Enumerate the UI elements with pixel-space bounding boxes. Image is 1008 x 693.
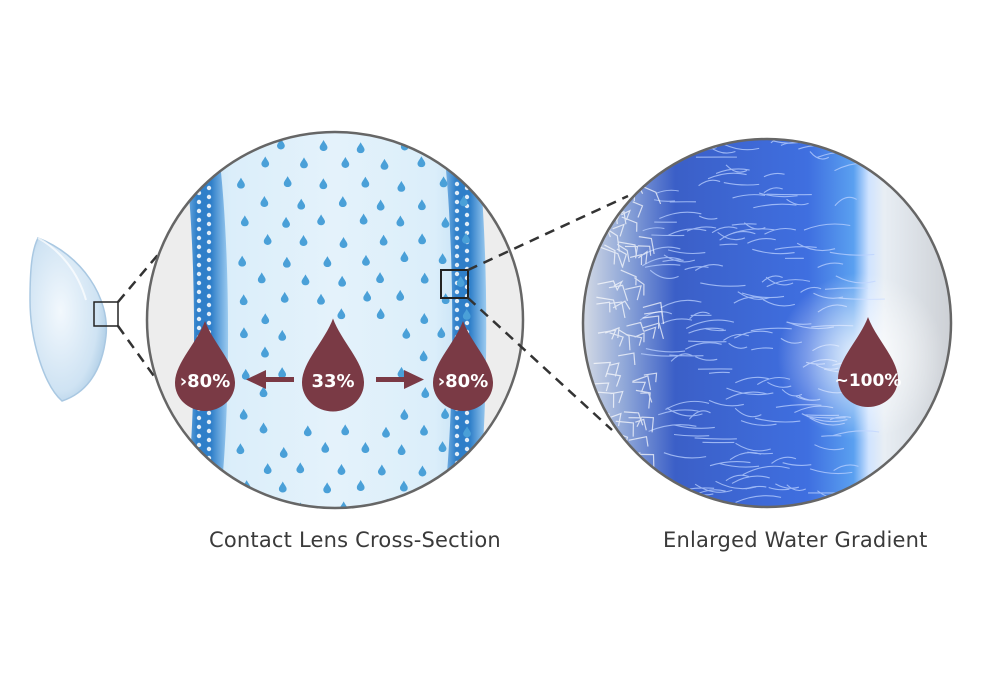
- water-droplet-icon: [419, 499, 428, 508]
- arrow-right: [376, 370, 424, 389]
- arrow-left: [246, 370, 294, 389]
- cross-section-circle: [145, 130, 525, 510]
- water-droplet-icon: [463, 161, 472, 173]
- water-droplet-icon: [439, 482, 448, 494]
- contact-lens: [29, 237, 108, 402]
- water-gradient-caption: Enlarged Water Gradient: [663, 528, 928, 552]
- zoom-lines-right: [467, 194, 629, 431]
- drop-right-label: ›80%: [437, 371, 489, 392]
- water-droplet-icon: [459, 498, 468, 508]
- lens-zoom-box: [93, 301, 119, 327]
- water-droplet-icon: [460, 462, 469, 474]
- cross-section-caption: Contact Lens Cross-Section: [209, 528, 501, 552]
- drop-core-label: 33%: [311, 371, 355, 392]
- water-droplet-icon: [239, 140, 248, 152]
- water-droplet-icon: [258, 498, 267, 508]
- surface-zoom-box: [440, 269, 469, 299]
- drop-enlarged-label: ~100%: [834, 371, 902, 391]
- water-droplet-icon: [438, 141, 447, 153]
- drop-left-label: ›80%: [179, 371, 231, 392]
- water-gradient-circle: [581, 137, 953, 509]
